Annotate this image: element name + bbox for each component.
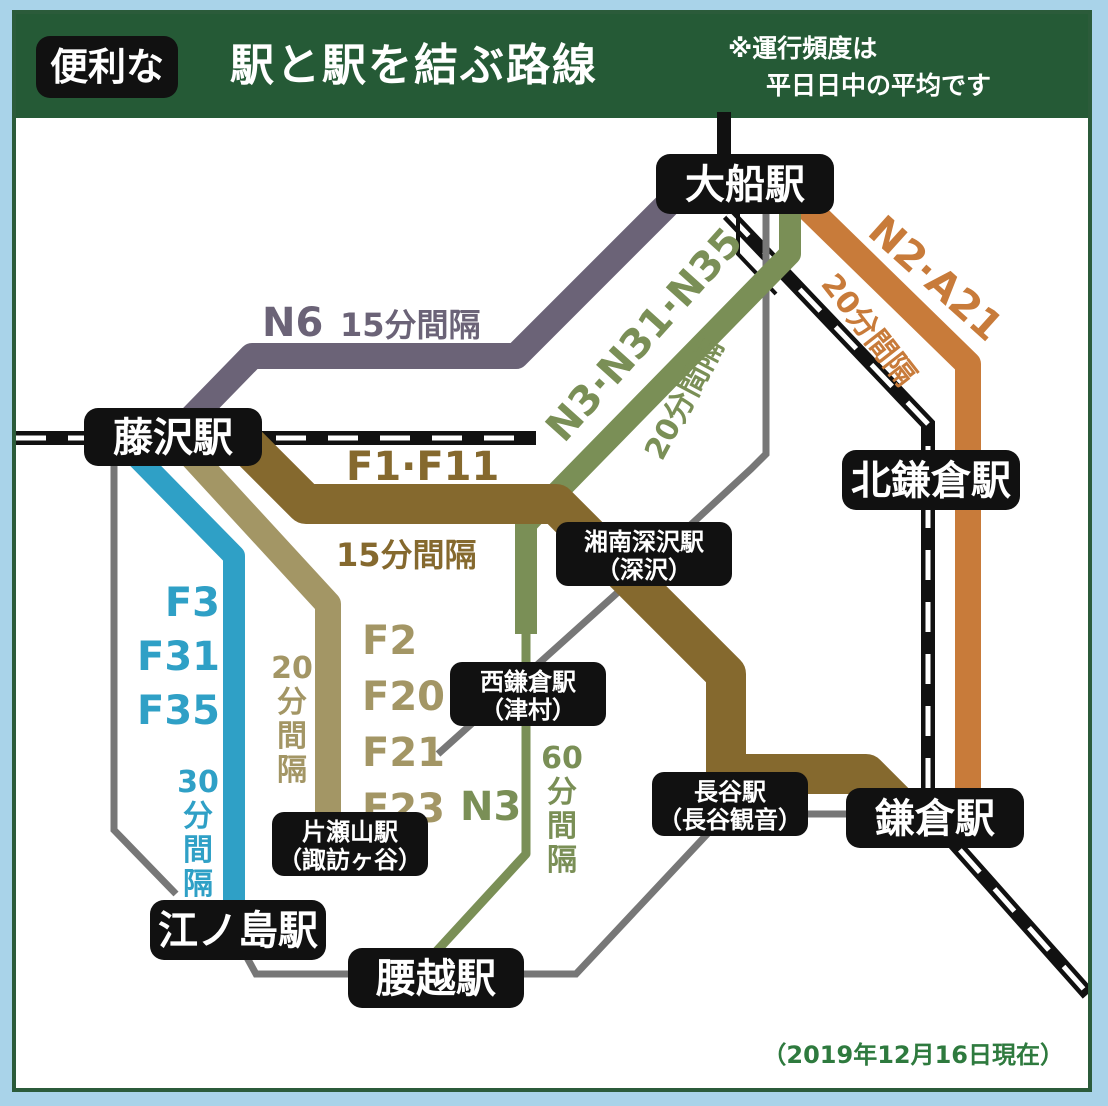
frequency-note-line2: 平日日中の平均です (766, 71, 992, 100)
route-n6-line (166, 186, 686, 444)
header-bar: 便利な 駅と駅を結ぶ路線 ※運行頻度は 平日日中の平均です (16, 14, 1088, 118)
route-f2-group-names: F2 F20 F21 F23 (362, 618, 445, 832)
route-n6-name: N6 (262, 300, 323, 346)
station-koshigoe[interactable]: 腰越駅 (348, 948, 524, 1008)
route-f3-freq-0: 30 (177, 765, 219, 800)
station-labels: 大船駅 藤沢駅 北鎌倉駅 湘南深沢駅 （深沢） 西鎌倉駅 （津村） (84, 154, 1024, 1008)
route-n3-local-freq-1: 分 (547, 775, 577, 810)
station-nishikamakura-label: 西鎌倉駅 (480, 668, 576, 696)
station-katasetama-label: 片瀬山駅 (302, 818, 398, 846)
route-f2-freq-2: 間 (277, 719, 307, 754)
station-hase[interactable]: 長谷駅 （長谷観音） (652, 772, 808, 836)
route-n3-thick-line (515, 212, 801, 634)
station-enoshima-label: 江ノ島駅 (158, 908, 318, 954)
header-title: 駅と駅を結ぶ路線 (230, 40, 598, 91)
station-shonan-fukasawa-label: 湘南深沢駅 (584, 528, 704, 556)
railway-yokosuka-dash (726, 212, 1088, 996)
route-n3-local-freq-3: 隔 (547, 843, 577, 878)
route-f3-group-freq: 30 分 間 隔 (177, 765, 219, 902)
station-nishikamakura-sub: （津村） (480, 696, 576, 724)
station-ofuna[interactable]: 大船駅 (656, 154, 834, 214)
gray-fujisawa-enoshima (110, 454, 179, 897)
route-n3-local-freq-0: 60 (541, 741, 583, 776)
railway-yokosuka (722, 209, 1088, 999)
route-f3-name-1: F31 (137, 634, 220, 680)
station-kitakamakura[interactable]: 北鎌倉駅 (842, 450, 1020, 510)
route-n3-local-name: N3 (460, 784, 521, 830)
station-katasetama-sub: （諏訪ヶ谷） (278, 846, 422, 874)
map-frame: 便利な 駅と駅を結ぶ路線 ※運行頻度は 平日日中の平均です (12, 10, 1092, 1092)
station-fujisawa-label: 藤沢駅 (113, 415, 233, 461)
header-badge: 便利な (36, 36, 179, 98)
route-n3-local-freq: 60 分 間 隔 (541, 741, 583, 878)
route-f3-freq-1: 分 (183, 799, 213, 834)
route-f3-freq-3: 隔 (183, 867, 213, 902)
route-f1-group-name: F1·F11 (346, 444, 499, 490)
station-kamakura[interactable]: 鎌倉駅 (846, 788, 1024, 848)
route-f1-group-freq: 15分間隔 (336, 536, 477, 574)
route-f2-name-2: F21 (362, 730, 445, 776)
gray-katasetama-ofuna (435, 214, 770, 757)
frequency-note-line1: ※運行頻度は (728, 34, 878, 63)
station-fujisawa[interactable]: 藤沢駅 (84, 408, 262, 466)
station-kitakamakura-label: 北鎌倉駅 (851, 458, 1011, 504)
bus-routes (126, 186, 981, 958)
route-n6-freq: 15分間隔 (340, 306, 481, 344)
as-of-date: （2019年12月16日現在） (762, 1041, 1064, 1069)
station-shonan-fukasawa-sub: （深沢） (596, 556, 692, 584)
route-f1-line (231, 429, 911, 819)
route-f3-name-0: F3 (165, 580, 220, 626)
station-kamakura-label: 鎌倉駅 (875, 796, 995, 842)
station-enoshima[interactable]: 江ノ島駅 (150, 900, 326, 960)
station-katasetama[interactable]: 片瀬山駅 （諏訪ヶ谷） (272, 812, 428, 876)
route-f2-line (180, 445, 341, 824)
frequency-note: ※運行頻度は 平日日中の平均です (728, 30, 1068, 104)
route-f2-name-1: F20 (362, 674, 445, 720)
route-f2-group-freq: 20 分 間 隔 (271, 651, 313, 788)
station-hase-label: 長谷駅 (694, 778, 766, 806)
station-hase-sub: （長谷観音） (658, 806, 802, 834)
route-map: N6 15分間隔 N3·N31·N35 20分間隔 N2·A21 20分間隔 F… (16, 112, 1088, 1008)
route-n3-local-freq-2: 間 (547, 809, 577, 844)
route-f2-freq-1: 分 (277, 685, 307, 720)
route-f2-freq-3: 隔 (277, 753, 307, 788)
station-ofuna-label: 大船駅 (685, 162, 805, 208)
route-f3-group-names: F3 F31 F35 (137, 580, 220, 734)
station-koshigoe-label: 腰越駅 (375, 956, 496, 1002)
route-n2-line (790, 190, 981, 814)
station-nishikamakura[interactable]: 西鎌倉駅 （津村） (450, 662, 606, 726)
route-f3-name-2: F35 (137, 688, 220, 734)
route-f2-name-0: F2 (362, 618, 417, 664)
route-f2-freq-0: 20 (271, 651, 313, 686)
station-shonan-fukasawa[interactable]: 湘南深沢駅 （深沢） (556, 522, 732, 586)
route-f3-freq-2: 間 (183, 833, 213, 868)
route-f3-line (126, 446, 245, 904)
